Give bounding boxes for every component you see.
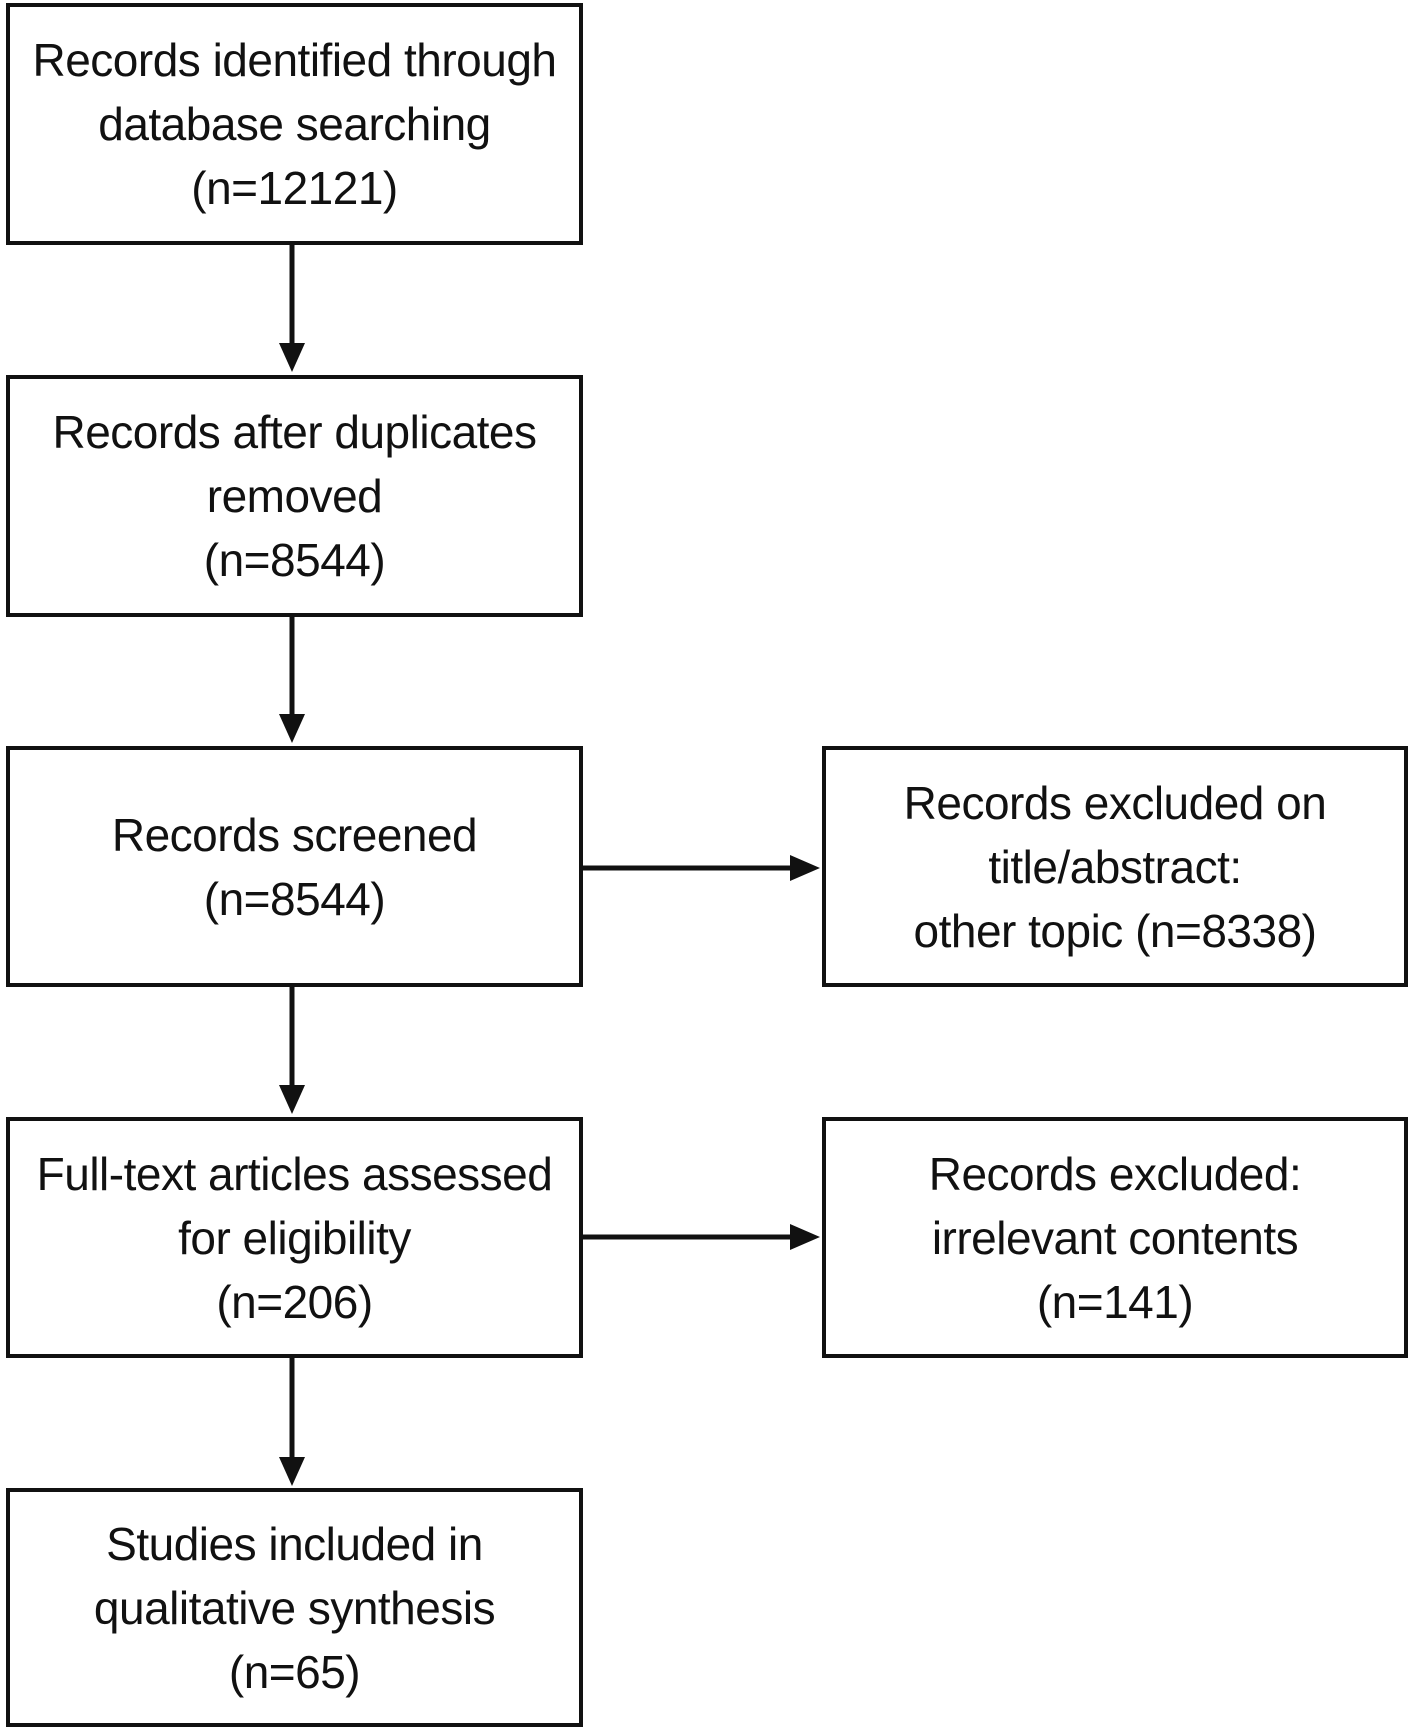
arrowhead-excluded-title bbox=[790, 855, 820, 881]
box-records-screened: Records screened (n=8544) bbox=[6, 746, 583, 987]
box-records-excluded-title-abstract: Records excluded on title/abstract: othe… bbox=[822, 746, 1408, 987]
box-full-text-assessed: Full-text articles assessed for eligibil… bbox=[6, 1117, 583, 1358]
arrowhead-fulltext bbox=[279, 1085, 305, 1114]
arrowhead-screened bbox=[279, 714, 305, 743]
box-records-screened-line-1: Records screened bbox=[111, 808, 478, 861]
box-full-text-count: (n=206) bbox=[216, 1275, 373, 1328]
box-full-text-line-1: Full-text articles assessed bbox=[36, 1147, 553, 1200]
box-records-identified-count: (n=12121) bbox=[191, 162, 398, 214]
box-studies-included: Studies included in qualitative synthesi… bbox=[6, 1488, 583, 1727]
box-records-identified-line-2: database searching bbox=[98, 98, 491, 150]
box-records-after-duplicates: Records after duplicates removed (n=8544… bbox=[6, 375, 583, 617]
box-records-identified: Records identified through database sear… bbox=[6, 3, 583, 245]
box-excluded-title-line-2: title/abstract: bbox=[988, 840, 1242, 893]
box-records-after-duplicates-line-1: Records after duplicates bbox=[52, 406, 537, 458]
box-studies-included-line-2: qualitative synthesis bbox=[93, 1581, 496, 1634]
box-records-after-duplicates-count: (n=8544) bbox=[203, 534, 386, 586]
box-excluded-irrelevant-line-2: irrelevant contents bbox=[931, 1211, 1299, 1264]
box-excluded-irrelevant-line-1: Records excluded: bbox=[928, 1147, 1302, 1200]
arrowhead-excluded-irrelevant bbox=[790, 1224, 820, 1250]
box-studies-included-count: (n=65) bbox=[228, 1645, 361, 1698]
box-records-identified-line-1: Records identified through bbox=[32, 34, 558, 86]
box-excluded-title-line-1: Records excluded on bbox=[903, 776, 1327, 829]
box-full-text-line-2: for eligibility bbox=[178, 1211, 411, 1264]
box-records-after-duplicates-line-2: removed bbox=[206, 470, 383, 522]
box-excluded-irrelevant-count: (n=141) bbox=[1036, 1275, 1194, 1328]
arrowhead-included bbox=[279, 1457, 305, 1486]
box-studies-included-line-1: Studies included in bbox=[106, 1517, 483, 1570]
box-excluded-title-count: other topic (n=8338) bbox=[913, 904, 1318, 957]
box-records-excluded-irrelevant: Records excluded: irrelevant contents (n… bbox=[822, 1117, 1408, 1358]
box-records-screened-count: (n=8544) bbox=[203, 872, 386, 925]
arrowhead-duplicates bbox=[279, 343, 305, 372]
